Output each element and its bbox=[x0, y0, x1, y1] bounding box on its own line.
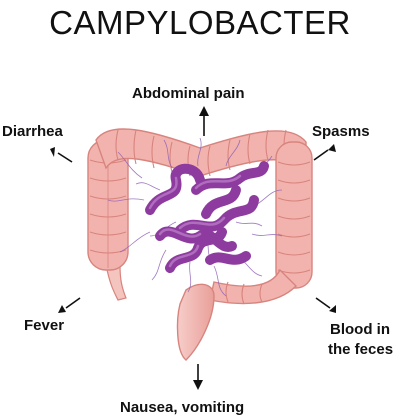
label-fever: Fever bbox=[24, 317, 65, 334]
arrow-up-icon bbox=[199, 106, 209, 136]
rectum-icon bbox=[176, 283, 215, 361]
arrow-upleft-icon bbox=[50, 147, 73, 163]
arrow-upright-icon bbox=[313, 144, 336, 161]
arrow-downleft-icon bbox=[58, 297, 81, 313]
arrows bbox=[50, 106, 336, 390]
label-diarrhea: Diarrhea bbox=[2, 123, 63, 140]
arrow-downright-icon bbox=[315, 297, 336, 313]
bacteria-highlight-icon bbox=[148, 174, 242, 268]
label-abdominal-pain: Abdominal pain bbox=[132, 85, 245, 102]
label-blood-line1: Blood in bbox=[330, 321, 390, 338]
arrow-down-icon bbox=[193, 364, 203, 390]
bacteria-icon bbox=[145, 161, 269, 273]
label-nausea-vomiting: Nausea, vomiting bbox=[120, 399, 245, 416]
label-spasms: Spasms bbox=[312, 123, 370, 140]
label-blood-line2: the feces bbox=[328, 341, 394, 358]
appendix-icon bbox=[105, 264, 127, 301]
diagram-title: CAMPYLOBACTER bbox=[49, 4, 351, 41]
colon-icon bbox=[87, 128, 313, 305]
